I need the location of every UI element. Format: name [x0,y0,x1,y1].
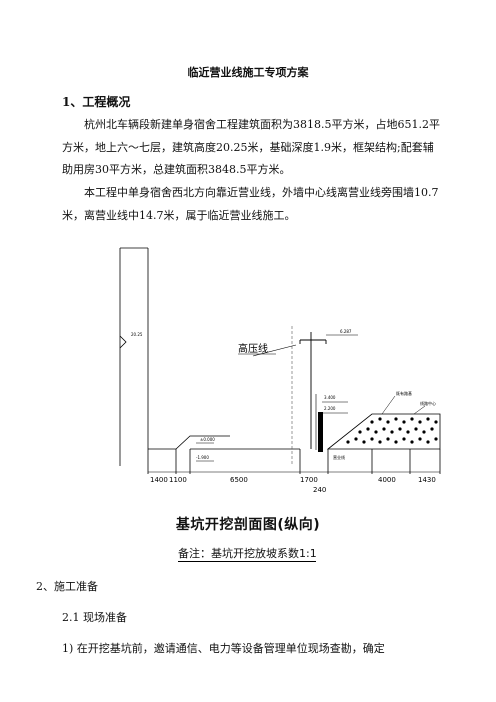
paragraph-overview: 杭州北车辆段新建单身宿舍工程建筑面积为3818.5平方米，占地651.2平方米，… [62,118,440,176]
elevation-b: 2.200 [324,406,336,411]
dim-5: 4000 [378,476,396,484]
dim-3: 6500 [230,476,248,484]
building-height-label: 20.25 [131,332,143,337]
list-item-1: 1) 在开挖基坑前，邀请通信、电力等设备管理单位现场查勘，确定 [62,642,385,655]
elevation-top: 6.287 [340,329,352,334]
elevation-pit: -1.900 [196,455,209,460]
building-outline [119,247,149,466]
dim-bottom: 240 [313,486,326,494]
excavation-section-drawing: 20.25 ±0.000 -1.900 高压线 6.287 3.400 2.20… [119,247,441,494]
boundary-wall [318,412,323,452]
drawing-note: 备注：基坑开挖放坡系数1:1 [178,547,317,560]
track-center-label: 线路中心 [420,400,436,406]
dim-1: 1400 [150,476,168,484]
embankment-label: 既有路基 [396,390,412,396]
elevation-left: ±0.000 [200,437,215,442]
dim-6: 1430 [418,476,436,484]
document-title: 临近营业线施工专项方案 [187,66,309,79]
note-underline [178,561,316,562]
dim-4: 1700 [300,476,318,484]
dim-2: 1100 [169,476,187,484]
railway-label: 营业线 [333,454,345,460]
high-voltage-label: 高压线 [238,342,268,355]
subsection-heading-site: 2.1 现场准备 [62,611,127,624]
elevation-a: 3.400 [324,395,336,400]
section-heading-overview: 1、工程概况 [62,95,131,109]
power-pole [299,332,327,449]
paragraph-location: 本工程中单身宿舍西北方向靠近营业线，外墙中心线离营业线旁围墙10.7米，离营业线… [62,186,439,222]
ground-profile [147,435,441,474]
ballast-pattern [346,417,438,444]
drawing-caption: 基坑开挖剖面图(纵向) [175,517,321,533]
section-heading-preparation: 2、施工准备 [36,580,98,593]
